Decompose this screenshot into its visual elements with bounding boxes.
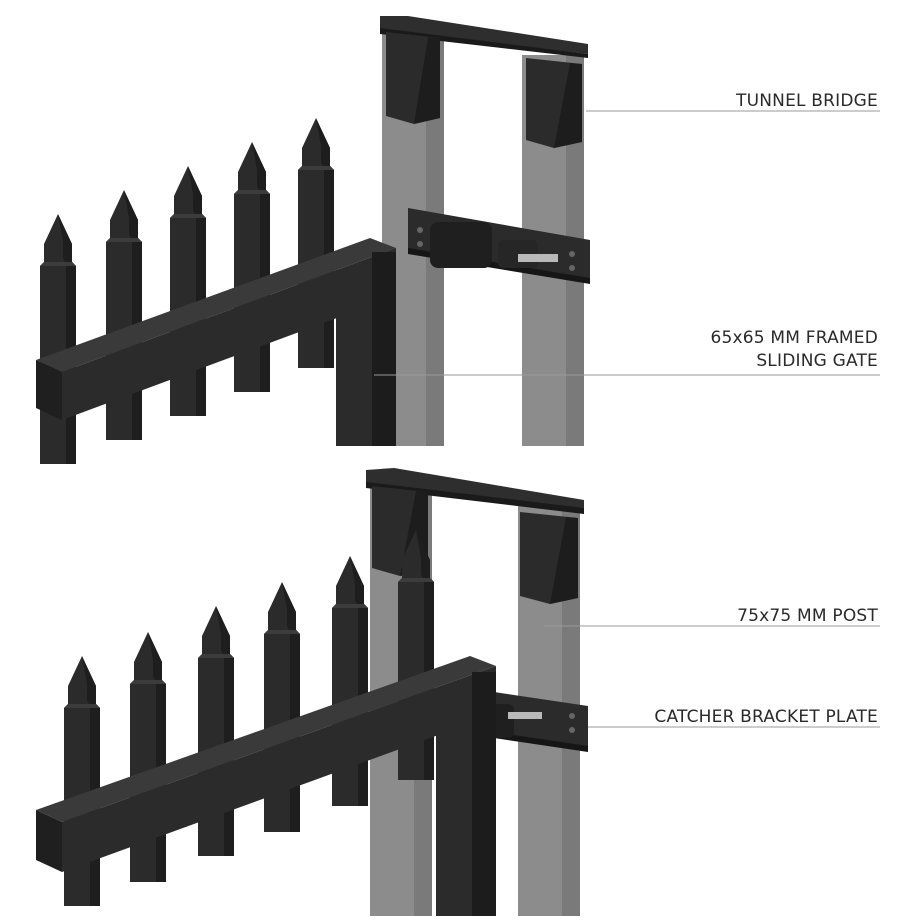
label-framed-gate-line1: 65x65 MM FRAMED <box>710 328 878 348</box>
label-framed-gate: 65x65 MM FRAMED SLIDING GATE <box>711 327 879 373</box>
label-framed-gate-line2: SLIDING GATE <box>756 351 878 371</box>
label-catcher-bracket-text: CATCHER BRACKET PLATE <box>654 707 878 727</box>
label-tunnel-bridge-text: TUNNEL BRIDGE <box>736 91 878 111</box>
label-post-text: 75x75 MM POST <box>737 606 878 626</box>
top-latch-bracket <box>408 208 590 284</box>
top-gate-frame <box>36 238 396 446</box>
top-assembly <box>36 16 880 464</box>
label-post: 75x75 MM POST <box>737 605 878 628</box>
top-tunnel-bridge <box>380 16 588 148</box>
label-tunnel-bridge: TUNNEL BRIDGE <box>736 90 878 113</box>
bottom-assembly <box>36 468 880 916</box>
bottom-gate-frame <box>36 656 496 916</box>
label-catcher-bracket: CATCHER BRACKET PLATE <box>654 706 878 729</box>
